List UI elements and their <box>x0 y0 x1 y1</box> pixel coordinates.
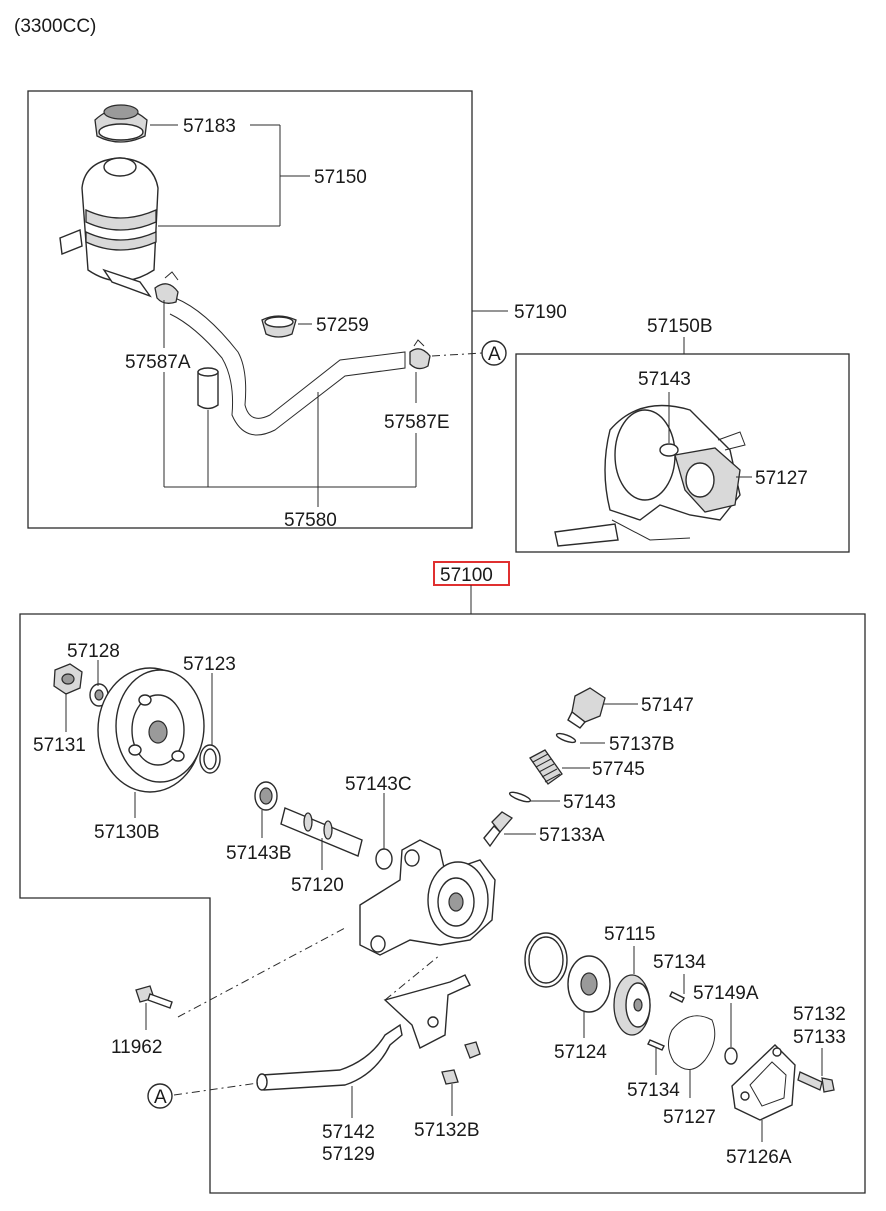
label-57149A: 57149A <box>693 983 759 1004</box>
pump-assembly-box <box>19 613 866 1194</box>
label-57190: 57190 <box>514 302 567 323</box>
label-57143C: 57143C <box>345 774 412 795</box>
reservoir-tank[interactable] <box>59 157 159 298</box>
bracket-group-box <box>515 353 850 553</box>
label-57129: 57129 <box>322 1144 375 1165</box>
label-57133: 57133 <box>793 1027 846 1048</box>
label-57587A: 57587A <box>125 352 191 373</box>
pump-leaders <box>65 660 823 1142</box>
label-57128: 57128 <box>67 641 120 662</box>
pressure-pipe-57142[interactable] <box>256 1023 403 1091</box>
label-57143-bracket: 57143 <box>638 369 691 390</box>
label-57132B: 57132B <box>414 1120 480 1141</box>
label-57130B: 57130B <box>94 822 160 843</box>
label-57137B: 57137B <box>609 734 675 755</box>
label-57123: 57123 <box>183 654 236 675</box>
callout-a-top-text: A <box>488 344 501 365</box>
reservoir-group-box <box>27 90 473 529</box>
connector-57147[interactable] <box>567 687 606 729</box>
label-57259: 57259 <box>316 315 369 336</box>
label-57127: 57127 <box>663 1107 716 1128</box>
label-57134-bottom: 57134 <box>627 1080 680 1101</box>
pump-bracket-assembly[interactable] <box>554 404 746 547</box>
label-57115: 57115 <box>604 924 655 945</box>
oil-seal-57143B[interactable] <box>254 781 278 811</box>
label-57745: 57745 <box>592 759 645 780</box>
spring-57745[interactable] <box>529 749 563 785</box>
engine-label: (3300CC) <box>14 16 96 37</box>
plate-57124[interactable] <box>567 955 611 1013</box>
bolt-11962[interactable] <box>135 985 173 1009</box>
clip-57259[interactable] <box>261 315 297 338</box>
reservoir-leaders <box>150 124 508 507</box>
label-57126A: 57126A <box>726 1147 792 1168</box>
hose-clamp-a[interactable] <box>154 271 179 304</box>
pump-housing[interactable] <box>359 839 496 956</box>
pin-57134-bottom[interactable] <box>647 1039 665 1051</box>
label-57100: 57100 <box>440 565 493 586</box>
label-11962: 11962 <box>111 1037 162 1058</box>
callout-a-bottom[interactable]: A <box>147 1083 173 1109</box>
bushing-57149A[interactable] <box>724 1047 738 1065</box>
label-57183: 57183 <box>183 116 236 137</box>
pin-57134-top[interactable] <box>669 991 685 1003</box>
hose-sleeve[interactable] <box>197 367 219 410</box>
bolt-57132B-lower[interactable] <box>441 1069 459 1085</box>
label-57143: 57143 <box>563 792 616 813</box>
pulley-57130B[interactable] <box>97 667 205 793</box>
shaft-57120[interactable] <box>280 807 363 857</box>
label-57587E: 57587E <box>384 412 450 433</box>
snap-ring-57123[interactable] <box>199 744 221 774</box>
nut-57131[interactable] <box>53 663 83 695</box>
reservoir-cap[interactable] <box>94 104 148 143</box>
o-ring-large[interactable] <box>524 932 568 988</box>
label-57134-top: 57134 <box>653 952 706 973</box>
bolt-57132[interactable] <box>797 1071 835 1093</box>
o-ring-57137B[interactable] <box>555 732 577 744</box>
callout-a-bottom-text: A <box>154 1087 167 1108</box>
o-ring-57143[interactable] <box>508 790 532 803</box>
callout-a-top[interactable]: A <box>481 340 507 366</box>
label-57132: 57132 <box>793 1004 846 1025</box>
return-hose[interactable] <box>169 297 406 436</box>
label-57142: 57142 <box>322 1122 375 1143</box>
gasket-57127[interactable] <box>668 1015 716 1070</box>
cover-57126A[interactable] <box>731 1044 796 1121</box>
label-57580: 57580 <box>284 510 337 531</box>
pipe-bracket-57129[interactable] <box>383 974 471 1049</box>
label-57143B: 57143B <box>226 843 292 864</box>
rotor-57115[interactable] <box>613 974 651 1036</box>
label-57133A: 57133A <box>539 825 605 846</box>
label-57147: 57147 <box>641 695 694 716</box>
label-57131: 57131 <box>33 735 86 756</box>
label-57150B: 57150B <box>647 316 713 337</box>
label-57127-bracket: 57127 <box>755 468 808 489</box>
label-57124: 57124 <box>554 1042 607 1063</box>
bolt-57132B[interactable] <box>464 1041 481 1059</box>
label-57120: 57120 <box>291 875 344 896</box>
valve-57133A[interactable] <box>483 811 513 848</box>
hose-clamp-e[interactable] <box>409 339 431 370</box>
label-57150: 57150 <box>314 167 367 188</box>
o-ring-57143C[interactable] <box>375 848 393 870</box>
